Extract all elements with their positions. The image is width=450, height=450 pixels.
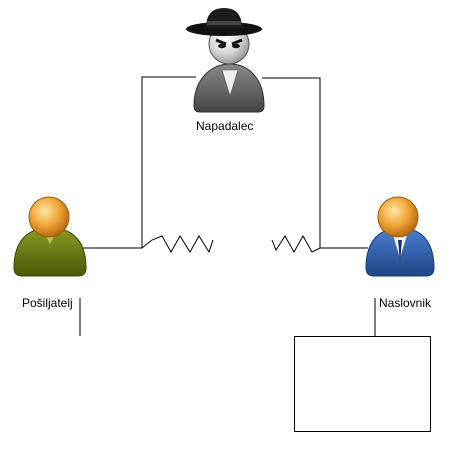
sender-label: Pošiljatelj [22,296,73,310]
receiver-zigzag [271,234,321,254]
sender-zigzag [141,235,214,254]
receiver-person-icon [365,196,435,277]
attacker-label: Napadalec [196,119,254,133]
connection-lines [79,76,376,336]
message-box [294,336,431,432]
receiver-label: Naslovnik [379,296,432,310]
sender-person-icon [13,196,87,277]
sender-to-attacker-line [83,76,196,249]
attacker-to-receiver-line [262,77,368,249]
attacker-spy-icon [186,8,265,113]
